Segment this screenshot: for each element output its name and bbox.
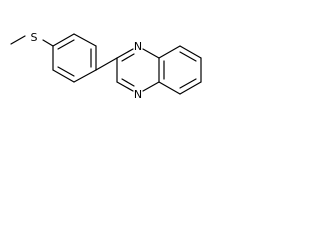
bond-benzo-2 <box>179 45 202 59</box>
bond-benzo-4 <box>179 81 202 95</box>
atom-label-nitrogen-4: N <box>134 88 142 101</box>
bond-phenyl-1 <box>52 33 75 47</box>
bond-n4-c3 <box>116 81 134 92</box>
bond-benzo-double-2 <box>179 78 197 89</box>
bond-c2-n1-double <box>121 53 135 62</box>
structure-canvas: S N N <box>0 0 221 144</box>
bond-methyl-sulfur <box>10 35 26 45</box>
molecule-diagram: S N N <box>10 31 202 101</box>
bond-phenyl-2 <box>73 33 97 47</box>
atom-label-sulfur: S <box>31 31 38 44</box>
bond-c4a-n4 <box>142 81 160 92</box>
bond-c2-n1 <box>116 48 134 59</box>
bond-phenyl-pyrazine <box>95 57 118 71</box>
bond-phenyl-double-3 <box>57 66 75 77</box>
bond-sulfur-phenyl <box>42 39 54 47</box>
bond-benzo-1 <box>158 45 181 59</box>
atom-label-nitrogen-1: N <box>134 40 142 53</box>
bond-phenyl-5 <box>52 69 75 83</box>
bond-phenyl-double-1 <box>57 39 75 50</box>
bond-n1-c8a <box>142 48 160 59</box>
bond-n4-c3-double <box>121 78 135 87</box>
bond-benzo-5 <box>158 81 181 95</box>
bond-phenyl-4 <box>73 69 97 83</box>
bond-benzo-double-1 <box>179 51 197 62</box>
